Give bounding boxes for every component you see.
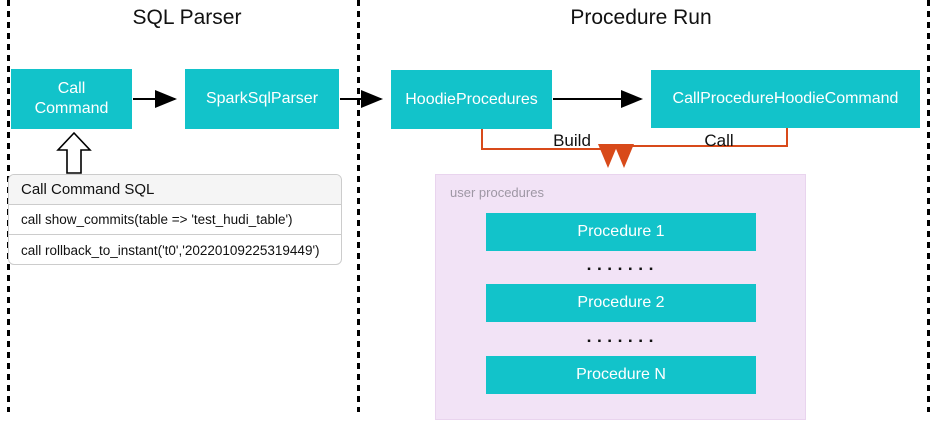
sql-example-rollback: call rollback_to_instant('t0','202201092… bbox=[21, 242, 320, 258]
ellipsis-dots: ▪ ▪ ▪ ▪ ▪ ▪ ▪ bbox=[587, 335, 655, 347]
node-call-command-label: Call Command bbox=[34, 80, 109, 117]
call-edge-label: Call bbox=[704, 131, 734, 150]
node-hoodie-procedures-label: HoodieProcedures bbox=[405, 90, 538, 108]
node-call-procedure-hoodie-command: CallProcedureHoodieCommand bbox=[651, 70, 920, 128]
procedure-2-label: Procedure 2 bbox=[577, 294, 665, 311]
node-spark-sql-parser-label: SparkSqlParser bbox=[205, 90, 319, 107]
call-command-sql-panel: Call Command SQL call show_commits(table… bbox=[8, 174, 342, 265]
build-edge-label: Build bbox=[553, 131, 591, 150]
section-divider bbox=[357, 0, 360, 412]
node-procedure-n: Procedure N bbox=[486, 356, 756, 394]
ellipsis-dots: ▪ ▪ ▪ ▪ ▪ ▪ ▪ bbox=[587, 263, 655, 275]
sql-example-row: call rollback_to_instant('t0','202201092… bbox=[9, 235, 341, 264]
node-call-command: Call Command bbox=[11, 69, 132, 129]
right-section-border bbox=[927, 0, 930, 412]
sql-example-row: call show_commits(table => 'test_hudi_ta… bbox=[9, 205, 341, 235]
node-hoodie-procedures: HoodieProcedures bbox=[391, 70, 552, 129]
node-procedure-1: Procedure 1 bbox=[486, 213, 756, 251]
user-procedures-label: user procedures bbox=[450, 185, 544, 200]
node-procedure-2: Procedure 2 bbox=[486, 284, 756, 322]
node-spark-sql-parser: SparkSqlParser bbox=[185, 69, 339, 129]
sql-panel-title: Call Command SQL bbox=[21, 181, 155, 198]
sql-example-show-commits: call show_commits(table => 'test_hudi_ta… bbox=[21, 212, 293, 227]
sql-to-callcommand-up-arrow bbox=[56, 131, 92, 174]
sql-panel-header: Call Command SQL bbox=[9, 175, 341, 205]
procedure-run-section-title: Procedure Run bbox=[570, 6, 712, 29]
procedure-n-label: Procedure N bbox=[576, 366, 666, 383]
node-call-procedure-hoodie-command-label: CallProcedureHoodieCommand bbox=[672, 90, 899, 107]
sql-parser-section-title: SQL Parser bbox=[132, 6, 242, 29]
procedure-1-label: Procedure 1 bbox=[577, 223, 665, 240]
